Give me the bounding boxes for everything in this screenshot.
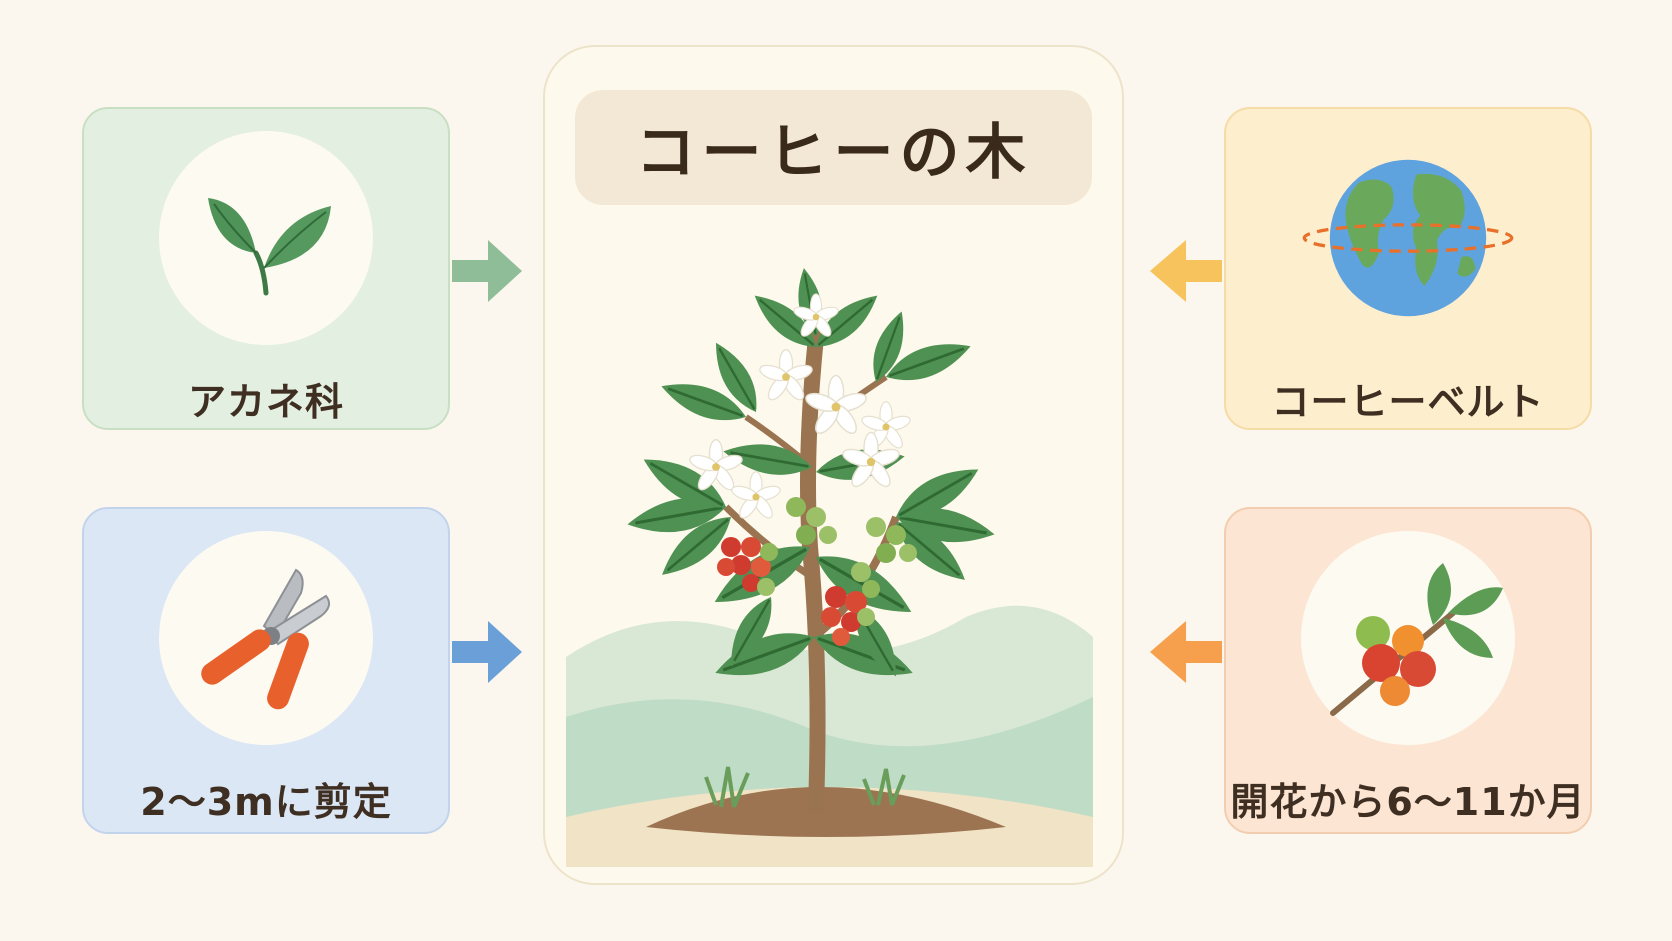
- arrow-left-icon: [1150, 240, 1222, 302]
- globe-icon-circle: [1301, 131, 1515, 345]
- card-height: 2〜3mに剪定: [82, 507, 450, 834]
- page-title: コーヒーの木: [635, 118, 1032, 188]
- arrow-left-icon: [1150, 621, 1222, 683]
- coffee-cherry-branch-icon: [1330, 563, 1503, 716]
- leaf-icon-circle: [159, 131, 373, 345]
- title-box: コーヒーの木: [575, 90, 1092, 205]
- coffee-tree-illustration: [566, 265, 1093, 867]
- card-belt: コーヒーベルト: [1224, 107, 1592, 430]
- arrow-right-icon: [452, 240, 522, 302]
- leaf-icon: [208, 198, 331, 296]
- card-harvest-label: 開花から6〜11か月: [1230, 780, 1586, 824]
- pruning-shears-icon: [201, 568, 331, 710]
- card-belt-label: コーヒーベルト: [1271, 380, 1545, 424]
- pruning-shears-icon-circle: [159, 531, 373, 745]
- card-family-label: アカネ科: [187, 380, 344, 424]
- coffee-cherry-branch-icon-circle: [1301, 531, 1515, 745]
- arrow-right-icon: [452, 621, 522, 683]
- card-height-label: 2〜3mに剪定: [140, 780, 392, 824]
- globe-icon: [1302, 159, 1514, 317]
- card-harvest: 開花から6〜11か月: [1224, 507, 1592, 834]
- center-panel: コーヒーの木: [543, 45, 1124, 885]
- card-family: アカネ科: [82, 107, 450, 430]
